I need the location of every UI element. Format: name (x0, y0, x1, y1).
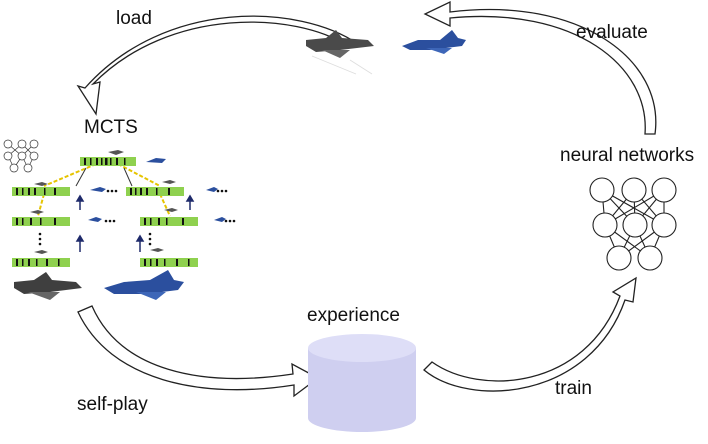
ellipsis-icon (38, 189, 236, 246)
small-neural-network-icon (3, 139, 39, 173)
train-label: train (555, 378, 592, 399)
neural-network-icon (589, 177, 677, 271)
jet-icon-mcts-dark (14, 272, 82, 300)
load-arrow-icon (76, 15, 360, 116)
evaluate-arrow-icon (423, 0, 657, 135)
self-play-label: self-play (77, 394, 148, 415)
jet-icon-top-dark (306, 30, 374, 58)
jet-shadow-lines (311, 55, 373, 75)
self-play-arrow-icon (77, 305, 320, 398)
neural-networks-label: neural networks (560, 145, 695, 166)
mcts-label: MCTS (84, 117, 138, 138)
jet-icon-top-blue (402, 30, 466, 54)
evaluate-label: evaluate (576, 22, 648, 43)
load-label: load (116, 8, 152, 29)
database-icon (308, 334, 416, 432)
experience-label: experience (307, 305, 400, 326)
jet-icon-mcts-blue (104, 270, 184, 300)
train-arrow-icon (423, 276, 637, 392)
mcts-tree (12, 150, 236, 300)
